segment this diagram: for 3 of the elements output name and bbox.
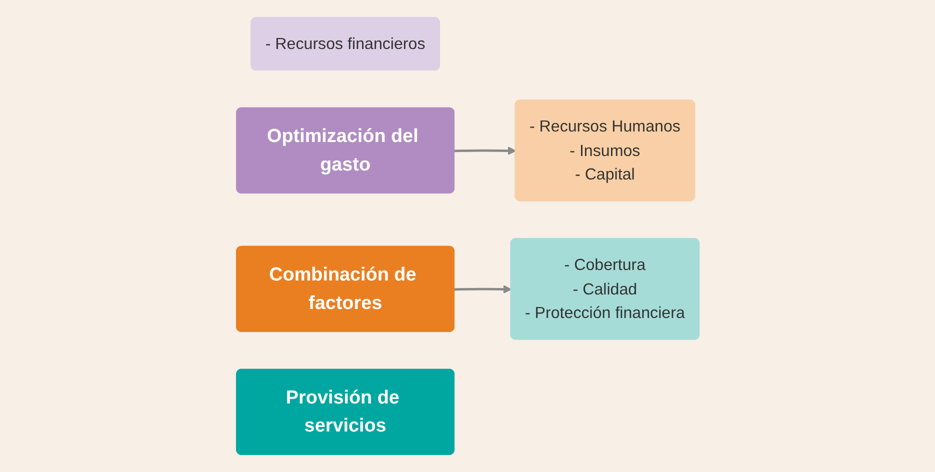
arrow: [454, 146, 516, 155]
arrow: [454, 285, 512, 294]
flow-diagram: - Recursos financieros Optimización del gasto - Recursos Humanos - Insumos - Capital Combinación de factores - Cobertura - Calidad - Protección financiera Provisión de servicios: [228, 10, 706, 462]
